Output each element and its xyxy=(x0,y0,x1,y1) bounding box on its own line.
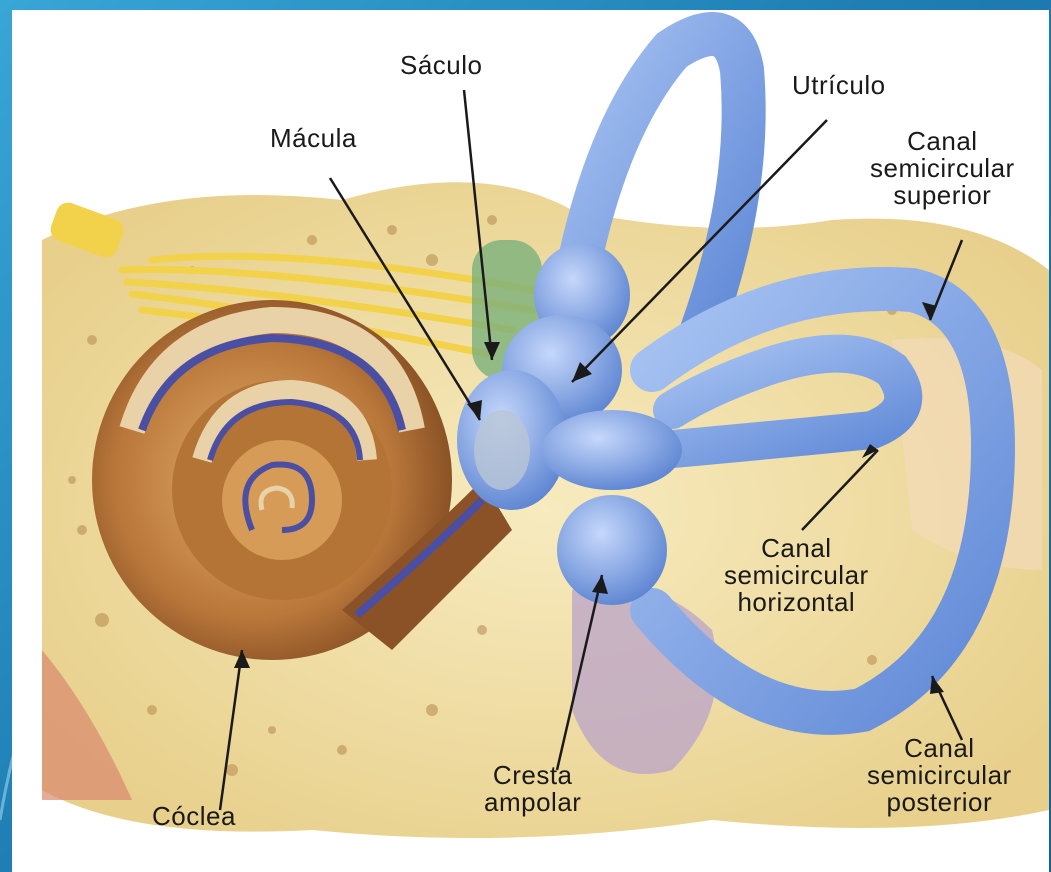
label-canal-horizontal-line3: horizontal xyxy=(724,589,869,616)
label-canal-posterior-line2: semicircular xyxy=(867,762,1012,789)
label-cresta-ampolar-line2: ampolar xyxy=(484,789,581,816)
label-cresta-ampolar-line1: Cresta xyxy=(484,762,581,789)
label-canal-posterior-line1: Canal xyxy=(867,735,1012,762)
label-coclea: Cóclea xyxy=(152,803,236,830)
label-canal-posterior: Canal semicircular posterior xyxy=(867,735,1012,816)
label-macula: Mácula xyxy=(270,125,357,152)
label-canal-superior-line2: semicircular xyxy=(870,155,1015,182)
label-canal-superior-line3: superior xyxy=(870,182,1015,209)
inner-ear-illustration: Sáculo Mácula Utrículo Canal semicircula… xyxy=(12,10,1049,872)
label-canal-horizontal: Canal semicircular horizontal xyxy=(724,535,869,616)
label-utriculo: Utrículo xyxy=(792,72,886,99)
label-canal-horizontal-line1: Canal xyxy=(724,535,869,562)
label-saculo: Sáculo xyxy=(400,52,483,79)
label-canal-horizontal-line2: semicircular xyxy=(724,562,869,589)
label-canal-superior-line1: Canal xyxy=(870,128,1015,155)
label-canal-posterior-line3: posterior xyxy=(867,789,1012,816)
label-cresta-ampolar: Cresta ampolar xyxy=(484,762,581,816)
label-canal-superior: Canal semicircular superior xyxy=(870,128,1015,209)
